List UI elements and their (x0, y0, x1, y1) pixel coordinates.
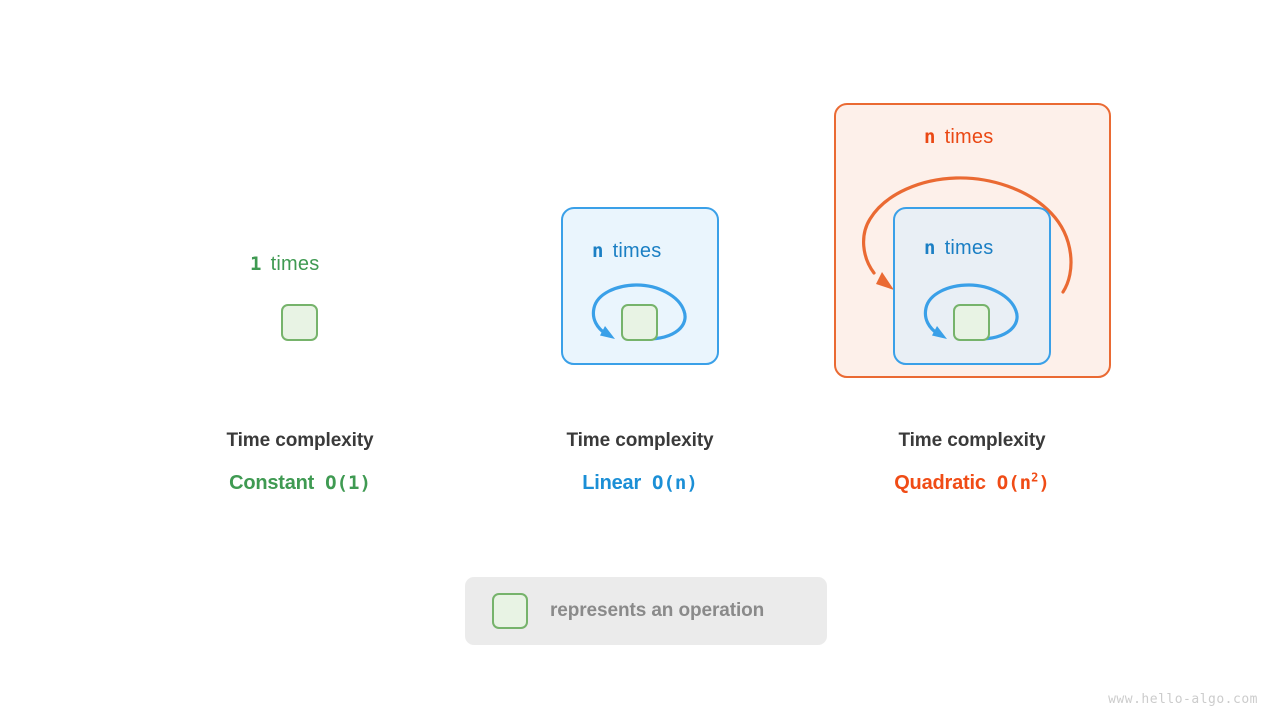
complexity-bigo-quadratic: O(n2) (997, 472, 1050, 494)
quadratic-inner-count-word: times (944, 237, 994, 259)
loop-box-quadratic-inner (893, 207, 1051, 365)
operation-box-linear (621, 304, 658, 341)
quadratic-inner-count-value: n (924, 237, 936, 259)
complexity-name-constant: Constant (229, 472, 315, 494)
linear-count-word: times (612, 240, 662, 262)
caption-constant: Time complexity Constant O(1) (150, 430, 450, 495)
caption-linear: Time complexity Linear O(n) (490, 430, 790, 495)
caption-quadratic: Time complexity Quadratic O(n2) (822, 430, 1122, 495)
quadratic-outer-count-word: times (944, 126, 994, 148)
operation-box-constant (281, 304, 318, 341)
constant-count-label: 1 times (250, 253, 319, 276)
complexity-bigo-constant: O(1) (325, 472, 371, 494)
constant-count-word: times (270, 253, 320, 275)
constant-count-value: 1 (250, 253, 262, 275)
watermark: www.hello-algo.com (1108, 692, 1258, 707)
complexity-name-quadratic: Quadratic (894, 472, 986, 494)
quadratic-inner-count-label: n times (924, 237, 993, 260)
legend-label: represents an operation (550, 600, 765, 621)
caption-title-linear: Time complexity (566, 430, 714, 451)
complexity-name-linear: Linear (582, 472, 642, 494)
operation-swatch-icon (492, 593, 528, 629)
complexity-bigo-linear: O(n) (652, 472, 698, 494)
linear-count-label: n times (592, 240, 661, 263)
quadratic-outer-count-value: n (924, 126, 936, 148)
caption-title-quadratic: Time complexity (898, 430, 1046, 451)
loop-box-linear (561, 207, 719, 365)
caption-title-constant: Time complexity (226, 430, 374, 451)
linear-count-value: n (592, 240, 604, 262)
bigo-close: ) (1038, 472, 1050, 494)
bigo-exponent: 2 (1031, 470, 1039, 485)
bigo-base: O(n (996, 472, 1032, 494)
legend: represents an operation (465, 577, 827, 645)
quadratic-outer-count-label: n times (924, 126, 993, 149)
operation-box-quadratic (953, 304, 990, 341)
